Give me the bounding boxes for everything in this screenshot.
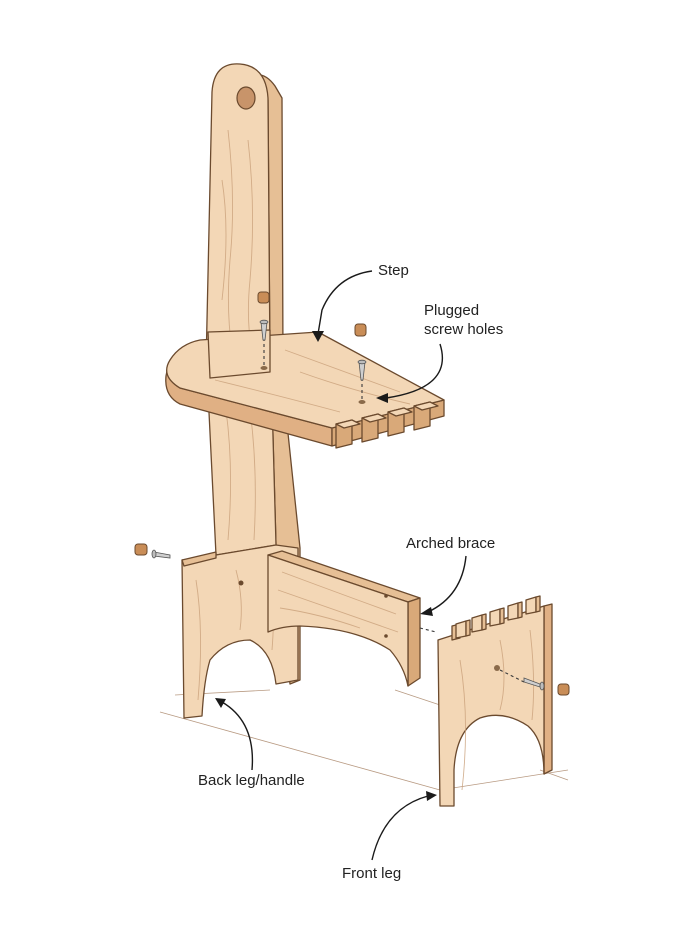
- label-front-leg: Front leg: [342, 791, 437, 882]
- label-step: Step: [312, 262, 409, 342]
- step-tenons: [335, 401, 439, 449]
- back-leg-handle: [181, 63, 301, 719]
- handle-plug: [257, 291, 270, 304]
- back-leg-screw: [134, 543, 171, 559]
- svg-text:Front leg: Front leg: [342, 865, 401, 882]
- svg-text:Back leg/handle: Back leg/handle: [198, 772, 305, 789]
- handle-hole: [236, 86, 256, 110]
- plug-step-right: [354, 323, 367, 337]
- label-arched-brace: Arched brace: [406, 535, 495, 616]
- svg-text:screw holes: screw holes: [424, 321, 503, 338]
- arched-brace: [267, 550, 437, 687]
- step: [165, 329, 445, 449]
- plug-front-leg: [557, 683, 570, 696]
- label-plugged-screw-holes: Plugged screw holes: [376, 302, 503, 403]
- step-screws: [259, 319, 367, 400]
- svg-text:Plugged: Plugged: [424, 302, 479, 319]
- front-leg: [437, 595, 570, 807]
- svg-text:Arched brace: Arched brace: [406, 535, 495, 552]
- svg-text:Step: Step: [378, 262, 409, 279]
- front-leg-fingers: [451, 595, 541, 641]
- label-back-leg-handle: Back leg/handle: [198, 698, 305, 789]
